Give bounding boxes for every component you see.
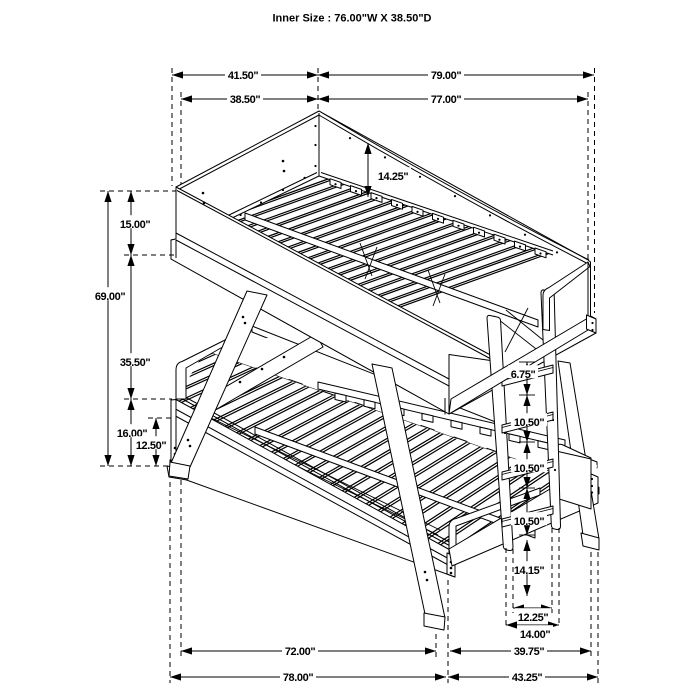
svg-text:77.00": 77.00" (431, 94, 462, 106)
svg-text:38.50": 38.50" (230, 94, 261, 106)
svg-text:Inner Size : 76.00"W X 38.50"D: Inner Size : 76.00"W X 38.50"D (273, 13, 432, 25)
svg-text:72.00": 72.00" (285, 646, 316, 658)
svg-text:10.50": 10.50" (514, 417, 545, 429)
svg-text:78.00": 78.00" (283, 672, 314, 684)
svg-text:14.25": 14.25" (378, 171, 409, 183)
svg-text:79.00": 79.00" (431, 70, 462, 82)
svg-text:69.00": 69.00" (95, 291, 126, 303)
svg-text:14.00": 14.00" (520, 629, 551, 641)
svg-text:43.25": 43.25" (512, 672, 543, 684)
svg-text:12.25": 12.25" (518, 612, 549, 624)
svg-text:10.50": 10.50" (514, 463, 545, 475)
svg-text:6.75": 6.75" (511, 369, 536, 381)
svg-text:10.50": 10.50" (514, 516, 545, 528)
svg-text:15.00": 15.00" (120, 219, 151, 231)
svg-text:14.15": 14.15" (514, 565, 545, 577)
svg-text:39.75": 39.75" (514, 646, 545, 658)
svg-text:12.50": 12.50" (136, 440, 167, 452)
svg-text:35.50": 35.50" (120, 357, 151, 369)
svg-text:41.50": 41.50" (228, 70, 259, 82)
